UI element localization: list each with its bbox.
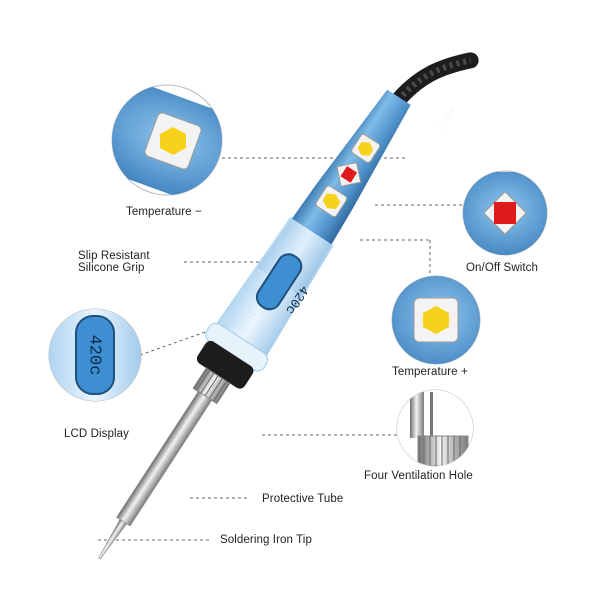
svg-text:420c: 420c <box>85 335 104 376</box>
soldering-tip <box>98 519 128 560</box>
black-nut <box>196 340 254 389</box>
label-temperature-plus: Temperature + <box>392 366 468 378</box>
minus-hexagon-icon <box>322 193 341 209</box>
label-on-off-switch: On/Off Switch <box>466 262 539 274</box>
label-temperature-minus: Temperature − <box>126 206 202 218</box>
collar-knurling <box>196 369 227 402</box>
label-silicone-grip-line2: Silicone Grip <box>78 262 145 274</box>
callout-temperature-minus <box>111 84 223 196</box>
on-off-switch <box>340 166 358 183</box>
label-lcd-display: LCD Display <box>64 428 130 440</box>
callout-on-off-switch <box>462 170 548 256</box>
callout-lcd-display: 420c <box>48 308 142 402</box>
label-silicone-grip: Slip Resistant Silicone Grip <box>78 250 150 274</box>
label-protective-tube: Protective Tube <box>262 493 344 505</box>
label-soldering-iron-tip: Soldering Iron Tip <box>220 534 312 546</box>
label-silicone-grip-line1: Slip Resistant <box>78 250 150 262</box>
voltage-print: 110-220V <box>438 107 457 132</box>
protective-tube <box>116 391 213 527</box>
callout-temperature-plus <box>391 275 481 365</box>
lcd-screen <box>255 253 303 311</box>
plus-hexagon-icon <box>357 142 374 156</box>
label-ventilation-hole: Four Ventilation Hole <box>364 470 473 482</box>
callout-ventilation <box>396 389 474 467</box>
cable-strain-relief <box>391 57 472 108</box>
soldering-iron <box>98 52 479 560</box>
